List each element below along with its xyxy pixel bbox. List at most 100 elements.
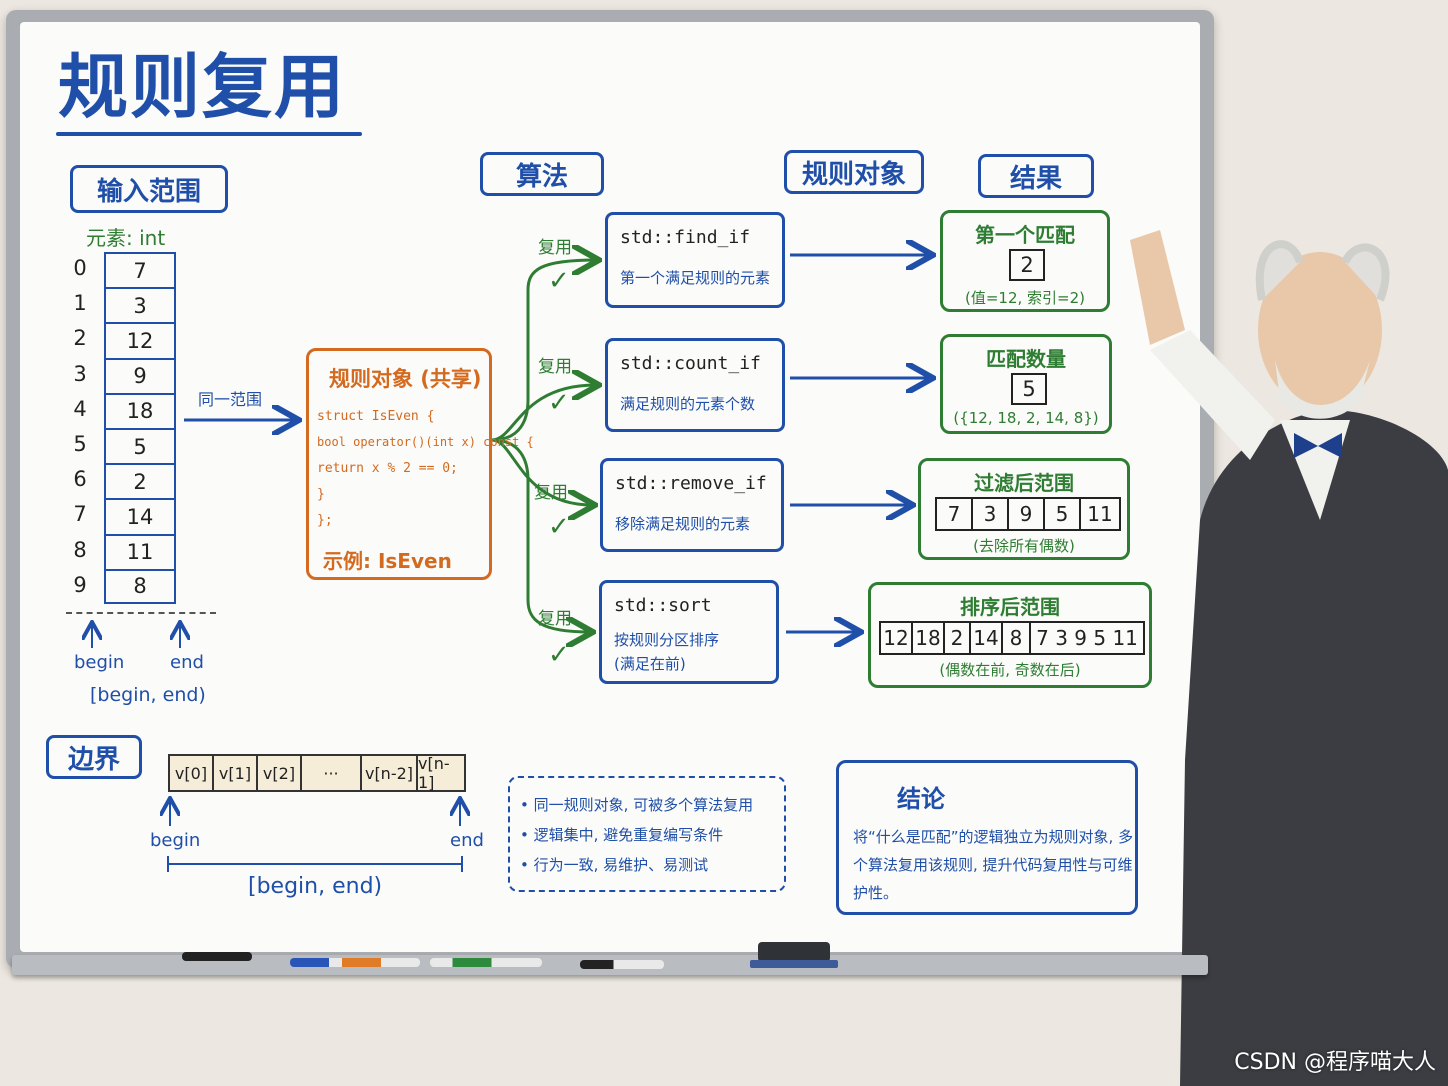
boundary-begin-label: begin bbox=[150, 830, 201, 851]
code-line: struct IsEven { bbox=[317, 409, 435, 424]
algo-name: std::find_if bbox=[620, 227, 751, 248]
result-note: (值=12, 索引=2) bbox=[964, 289, 1085, 307]
algo-find-if: std::find_if 第一个满足规则的元素 bbox=[605, 212, 785, 308]
same-range-label: 同一范围 bbox=[198, 390, 263, 409]
range-cell: v[1] bbox=[214, 756, 258, 790]
algo-desc: 第一个满足规则的元素 bbox=[620, 269, 771, 287]
range-cell: 12 bbox=[881, 623, 913, 653]
note-item: • 同一规则对象, 可被多个算法复用 bbox=[520, 796, 754, 814]
marker-black bbox=[182, 952, 252, 961]
range-cell: ··· bbox=[302, 756, 362, 790]
array-index: 2 bbox=[73, 326, 87, 351]
array-index: 9 bbox=[73, 572, 87, 597]
algo-desc: 满足规则的元素个数 bbox=[620, 395, 756, 413]
page-title: 规则复用 bbox=[58, 46, 346, 128]
element-type-label: 元素: int bbox=[86, 226, 166, 250]
marker-green bbox=[430, 958, 542, 967]
algo-desc: 移除满足规则的元素 bbox=[615, 515, 751, 533]
code-line: }; bbox=[317, 513, 333, 528]
range-cell: 18 bbox=[913, 623, 945, 653]
algo-name: std::remove_if bbox=[615, 473, 767, 494]
array-cell: 7 bbox=[104, 252, 176, 288]
boundary-range-label: [begin, end) bbox=[248, 874, 383, 899]
array-begin-label: begin bbox=[74, 652, 125, 673]
marker-blue-orange bbox=[290, 958, 420, 967]
array-index: 3 bbox=[73, 361, 87, 386]
result-value: 5 bbox=[1011, 373, 1047, 405]
algo-sort: std::sort 按规则分区排序 (满足在前) bbox=[599, 580, 779, 684]
result-find: 第一个匹配 2 (值=12, 索引=2) bbox=[940, 210, 1110, 312]
result-title: 匹配数量 bbox=[986, 347, 1066, 371]
range-cell: v[n-2] bbox=[362, 756, 418, 790]
array-cell: 18 bbox=[104, 392, 176, 428]
marker-black-2 bbox=[580, 960, 664, 969]
result-title: 排序后范围 bbox=[960, 595, 1060, 619]
range-cell: v[n-1] bbox=[418, 754, 450, 792]
range-cell: v[2] bbox=[258, 756, 302, 790]
range-cell: v[0] bbox=[170, 756, 214, 790]
array-index: 5 bbox=[73, 432, 87, 456]
array-cell: 11 bbox=[104, 533, 176, 569]
range-cell: 11 bbox=[1087, 502, 1113, 526]
boundary-end-label: end bbox=[450, 830, 484, 851]
code-line: } bbox=[317, 487, 325, 502]
boundary-array: v[0]v[1]v[2]···v[n-2]v[n-1] bbox=[168, 754, 466, 792]
conclusion-title: 结论 bbox=[897, 785, 945, 813]
note-item: • 逻辑集中, 避免重复编写条件 bbox=[520, 826, 724, 844]
array-index: 4 bbox=[73, 396, 87, 421]
array-cell: 5 bbox=[104, 428, 176, 464]
algo-remove-if: std::remove_if 移除满足规则的元素 bbox=[600, 458, 784, 552]
reuse-label: 复用 bbox=[538, 357, 572, 377]
array-cell: 8 bbox=[104, 568, 176, 604]
range-cell: 2 bbox=[945, 623, 971, 653]
result-note: ({12, 18, 2, 14, 8}) bbox=[953, 409, 1099, 427]
array-cell: 2 bbox=[104, 463, 176, 499]
check-icon: ✓ bbox=[548, 512, 570, 542]
presenter-figure bbox=[1130, 230, 1448, 1086]
check-icon: ✓ bbox=[548, 266, 570, 296]
conclusion-box: 结论 将“什么是匹配”的逻辑独立为规则对象, 多个算法复用该规则, 提升代码复用… bbox=[836, 760, 1138, 915]
range-cell: 3 bbox=[973, 499, 1009, 529]
reuse-label: 复用 bbox=[534, 483, 568, 503]
reuse-label: 复用 bbox=[538, 609, 572, 629]
title-underline bbox=[56, 132, 362, 136]
eraser bbox=[750, 942, 838, 968]
watermark: CSDN @程序喵大人 bbox=[1234, 1050, 1436, 1075]
array-cell: 3 bbox=[104, 287, 176, 323]
notes-box: • 同一规则对象, 可被多个算法复用 • 逻辑集中, 避免重复编写条件 • 行为… bbox=[508, 776, 786, 892]
result-value: 2 bbox=[1009, 249, 1045, 281]
result-title: 过滤后范围 bbox=[974, 471, 1074, 495]
header-rule-object: 规则对象 bbox=[784, 150, 924, 194]
rule-example: 示例: IsEven bbox=[323, 549, 452, 573]
rule-object-title: 规则对象 (共享) bbox=[329, 367, 482, 391]
array-cell: 9 bbox=[104, 357, 176, 393]
array-cell: 14 bbox=[104, 498, 176, 534]
reuse-label: 复用 bbox=[538, 238, 572, 258]
algo-name: std::sort bbox=[614, 595, 712, 616]
range-cell: 9 bbox=[1009, 499, 1045, 529]
array-index: 0 bbox=[73, 256, 87, 280]
header-result: 结果 bbox=[978, 154, 1094, 198]
array-end-label: end bbox=[170, 652, 204, 673]
array-end-line bbox=[66, 612, 216, 614]
header-algorithm: 算法 bbox=[480, 152, 604, 196]
conclusion-body: 将“什么是匹配”的逻辑独立为规则对象, 多个算法复用该规则, 提升代码复用性与可… bbox=[853, 828, 1134, 902]
array-range-label: [begin, end) bbox=[90, 684, 206, 706]
array-index: 8 bbox=[73, 537, 87, 562]
header-input-range: 输入范围 bbox=[70, 165, 228, 213]
array-index: 6 bbox=[73, 467, 87, 492]
array-index: 1 bbox=[73, 291, 87, 316]
range-cell: 14 bbox=[971, 623, 1003, 653]
array-index: 7 bbox=[73, 502, 87, 527]
note-item: • 行为一致, 易维护、易测试 bbox=[520, 856, 709, 874]
range-cell: 5 bbox=[1045, 499, 1081, 529]
algo-name: std::count_if bbox=[620, 353, 761, 374]
algo-desc: 按规则分区排序 bbox=[614, 631, 720, 649]
result-title: 第一个匹配 bbox=[975, 223, 1075, 247]
algo-desc: (满足在前) bbox=[614, 655, 686, 673]
result-note: (去除所有偶数) bbox=[973, 537, 1075, 555]
